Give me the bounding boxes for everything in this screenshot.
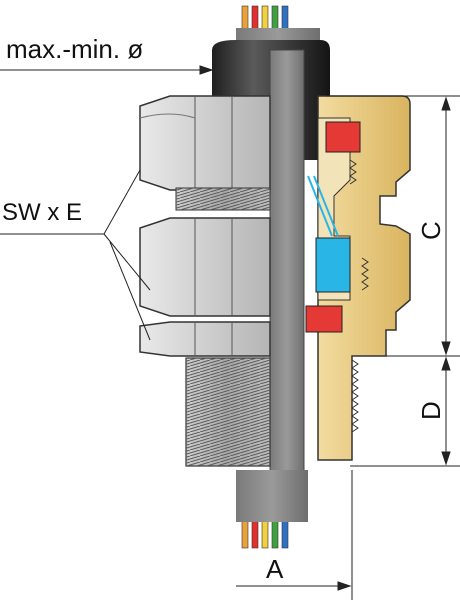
wire-bottom xyxy=(281,519,289,549)
cable-bottom xyxy=(236,470,308,522)
hex-nut-upper xyxy=(139,95,271,191)
wire-bottom xyxy=(241,519,249,549)
wire-top xyxy=(251,5,259,31)
seal-red-bottom xyxy=(305,305,343,333)
dimension-lines xyxy=(0,65,460,600)
wire-top xyxy=(241,5,249,31)
seal-red-top xyxy=(325,121,361,153)
wire-bottom xyxy=(261,519,269,549)
hex-nut-middle xyxy=(139,217,271,317)
wire-top xyxy=(261,5,269,31)
wire-bottom xyxy=(271,519,279,549)
wire-bottom xyxy=(251,519,259,549)
wire-top xyxy=(281,5,289,31)
diameter-label: max.-min. ø xyxy=(6,34,143,64)
wire-bundle-bottom xyxy=(241,519,289,549)
wrench-size-label: SW x E xyxy=(2,199,82,226)
dimension-c-label: C xyxy=(416,221,446,240)
male-thread xyxy=(185,357,271,467)
dimension-d-label: D xyxy=(416,401,446,420)
wire-top xyxy=(271,5,279,31)
cable-inner xyxy=(269,49,305,521)
dimension-a-label: A xyxy=(266,554,284,584)
hex-nut-lower xyxy=(139,321,271,357)
wire-bundle-top xyxy=(241,5,289,31)
seal-blue xyxy=(315,237,351,293)
